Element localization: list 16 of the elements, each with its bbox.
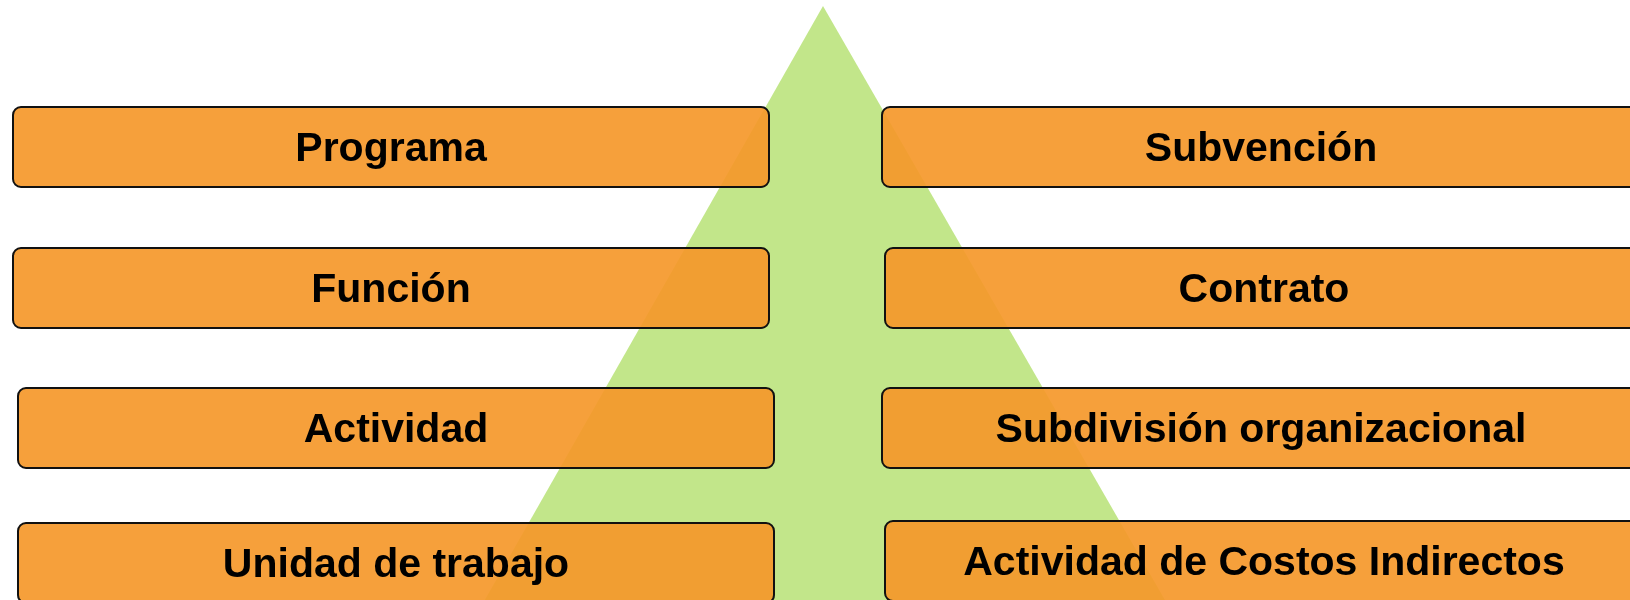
box-label: Actividad: [303, 404, 489, 452]
label-box: [884, 520, 1630, 600]
box-label: Subdivisión organizacional: [995, 404, 1527, 452]
label-box: [881, 387, 1630, 469]
box-label: Actividad de Costos Indirectos: [963, 537, 1565, 585]
box-label: Subvención: [1144, 123, 1378, 171]
label-box: [17, 522, 775, 600]
label-box: [881, 106, 1630, 188]
label-box: [17, 387, 775, 469]
box-label: Unidad de trabajo: [222, 539, 570, 587]
label-box: [12, 247, 770, 329]
box-label: Programa: [295, 123, 487, 171]
label-box: [12, 106, 770, 188]
box-label: Función: [311, 264, 471, 312]
box-label: Contrato: [1178, 264, 1350, 312]
label-box: [884, 247, 1630, 329]
